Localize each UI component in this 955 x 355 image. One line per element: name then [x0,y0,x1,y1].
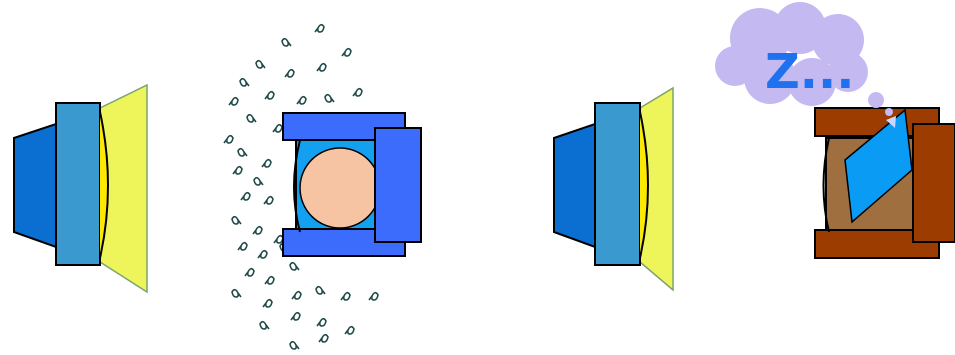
droplet [264,275,275,285]
projector-body [594,102,641,266]
droplet [263,195,274,205]
droplet [262,298,273,308]
droplet [315,285,326,295]
device-core [299,147,381,229]
projector-lens [639,111,649,259]
projector-back [13,122,57,249]
droplet [314,23,325,33]
droplet [316,62,327,72]
droplet [237,241,248,251]
droplet [223,134,234,144]
droplet [244,267,255,277]
droplet [246,113,257,123]
left-projector-icon [13,83,148,294]
droplet [228,96,239,106]
droplet [344,325,355,335]
droplet [284,68,295,78]
sleep-left-edge [822,137,830,233]
device-side-block [374,127,422,243]
droplet [352,87,363,97]
droplet [273,234,284,244]
droplet [272,123,283,133]
droplet [237,147,248,157]
droplet [239,77,250,87]
droplet [255,59,266,69]
droplet [259,320,270,330]
droplet [261,158,272,168]
droplet [368,291,379,301]
droplet [289,261,300,271]
droplet [231,288,242,298]
droplet [289,340,300,350]
droplets-group [223,23,379,350]
droplet [252,225,263,235]
droplet [281,37,292,47]
bubble-dot-small [885,108,893,116]
droplet [340,291,351,301]
droplet [240,191,251,201]
droplet [291,290,302,300]
droplet [257,249,268,259]
device-sleeping-icon [814,107,955,259]
droplet [296,95,307,105]
droplet [264,90,275,100]
droplet [341,47,352,57]
device-left-edge [293,139,301,233]
projector-body [55,102,101,266]
sleep-panel-glint [886,116,896,128]
right-projector-icon [553,86,674,292]
thought-bubble: Z... [715,2,893,116]
projector-lens [99,111,109,259]
droplet [316,317,327,327]
droplet [253,176,264,186]
zzz-text: Z... [765,44,855,100]
sleep-panel [844,108,913,224]
droplet [231,215,242,225]
projector-back [553,122,596,249]
droplet [324,93,335,103]
device-active-icon [282,112,422,257]
bubble-dot-large [868,92,884,108]
sleep-side-block [912,123,955,243]
droplet [290,311,301,321]
droplet [232,165,243,175]
droplet [318,333,329,343]
